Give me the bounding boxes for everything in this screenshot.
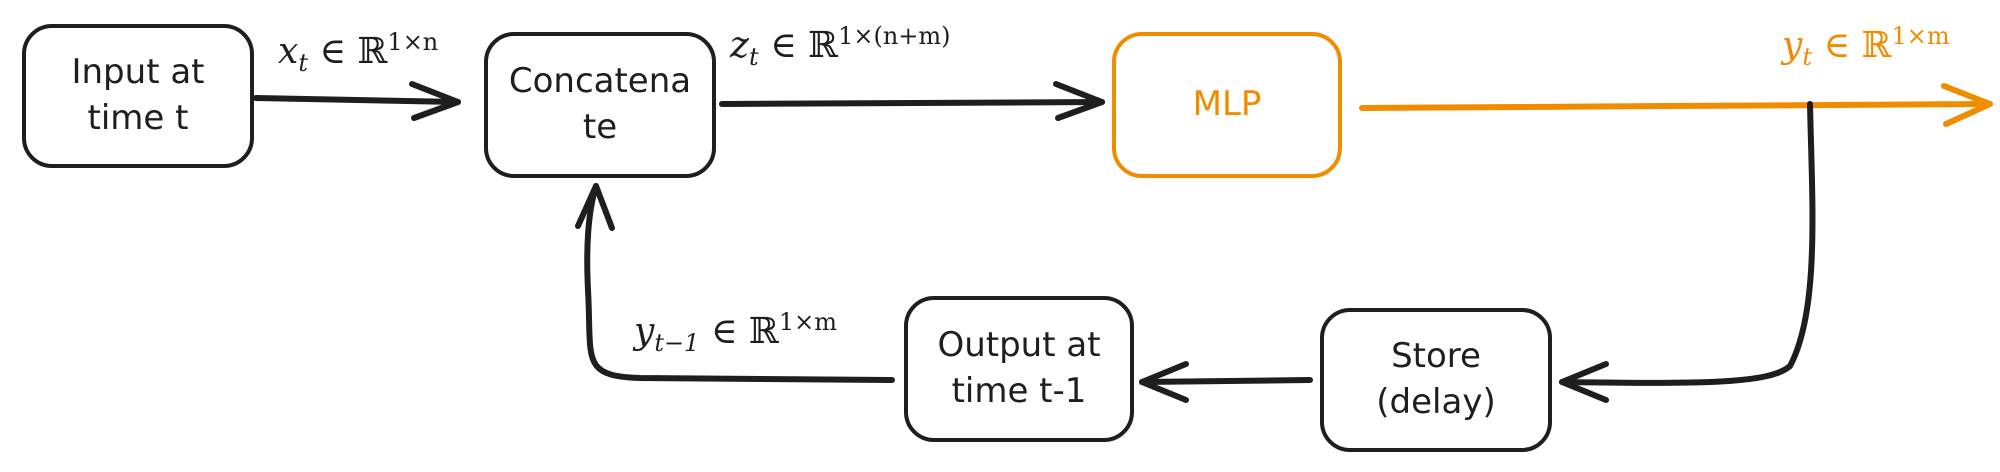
arrow-output-to-concat [575,183,895,383]
output-node: Output at time t-1 [904,296,1134,442]
arrow-concat-to-mlp [719,81,1105,121]
edge-label-x: xt ∈ ℝ1×n [278,28,439,78]
store-node-line2: (delay) [1376,382,1496,422]
mlp-node: MLP [1112,32,1342,178]
arrow-store-to-output [1139,361,1313,403]
concatenate-node-line2: te [582,107,618,147]
edge-label-z: zt ∈ ℝ1×(n+m) [730,22,951,72]
edge-label-y-prev: yt−1 ∈ ℝ1×m [634,308,837,358]
store-node-line1: Store [1391,336,1481,377]
arrow-input-to-concat [253,81,461,121]
concatenate-node-line1: Concatena [508,61,692,102]
concatenate-node: Concatena te [484,32,716,178]
arrow-output-to-store [1559,101,1816,403]
edge-label-y: yt ∈ ℝ1×m [1782,22,1950,72]
output-node-line1: Output at [937,325,1101,366]
mlp-node-label: MLP [1192,84,1262,125]
input-node: Input at time t [22,24,254,168]
input-node-line1: Input at [71,52,205,93]
output-node-line2: time t-1 [951,371,1087,411]
arrow-mlp-output [1359,83,1993,127]
store-node: Store (delay) [1320,308,1552,452]
input-node-line2: time t [87,98,189,138]
